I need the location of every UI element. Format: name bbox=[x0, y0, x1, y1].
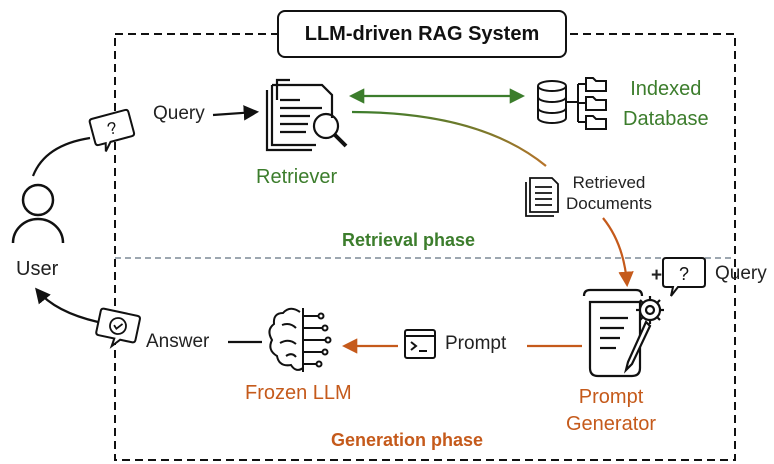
indexed-database-label: Indexed Database bbox=[623, 74, 709, 134]
query-label: Query bbox=[153, 103, 205, 124]
answer-bubble-icon bbox=[95, 307, 141, 349]
generation-phase-label: Generation phase bbox=[331, 430, 484, 450]
system-title: LLM-driven RAG System bbox=[304, 22, 540, 45]
system-frame bbox=[114, 33, 736, 461]
query-bubble-icon: ? bbox=[88, 108, 136, 152]
user-to-query-connector bbox=[31, 136, 91, 177]
answer-label: Answer bbox=[146, 331, 210, 352]
indexed-database-line2: Database bbox=[623, 108, 709, 130]
prompt-generator-label: Prompt Generator bbox=[566, 384, 656, 438]
prompt-generator-line1: Prompt bbox=[578, 386, 644, 408]
svg-text:?: ? bbox=[679, 264, 689, 284]
prompt-label: Prompt bbox=[445, 333, 507, 354]
retrieved-documents-label: Retrieved Documents bbox=[566, 172, 652, 214]
indexed-database-line1: Indexed bbox=[630, 78, 702, 100]
retrieved-documents-line1: Retrieved bbox=[572, 173, 646, 192]
query-plus-sign: + bbox=[651, 265, 663, 286]
retriever-to-documents-connector bbox=[351, 110, 547, 167]
user-label: User bbox=[16, 258, 59, 280]
frozen-llm-label: Frozen LLM bbox=[245, 382, 352, 404]
documents-to-generator-arrow bbox=[602, 217, 634, 288]
brain-icon bbox=[268, 307, 332, 372]
retrieved-documents-line2: Documents bbox=[566, 194, 652, 213]
query-plus-bubble-icon: ? bbox=[662, 257, 706, 297]
query-to-retriever-arrow bbox=[212, 105, 260, 121]
query-plus-label: Query bbox=[715, 263, 767, 284]
user-icon bbox=[11, 183, 65, 244]
prompt-generator-icon bbox=[582, 288, 664, 378]
retrieval-phase-label: Retrieval phase bbox=[342, 230, 476, 250]
terminal-icon bbox=[404, 329, 436, 359]
prompt-generator-line2: Generator bbox=[566, 413, 657, 435]
database-icon bbox=[537, 77, 607, 130]
system-title-box: LLM-driven RAG System bbox=[277, 10, 567, 58]
retrieved-documents-icon bbox=[525, 177, 559, 217]
retriever-icon bbox=[265, 78, 348, 152]
answer-to-user-arrow bbox=[35, 287, 99, 324]
retriever-label: Retriever bbox=[256, 166, 338, 188]
